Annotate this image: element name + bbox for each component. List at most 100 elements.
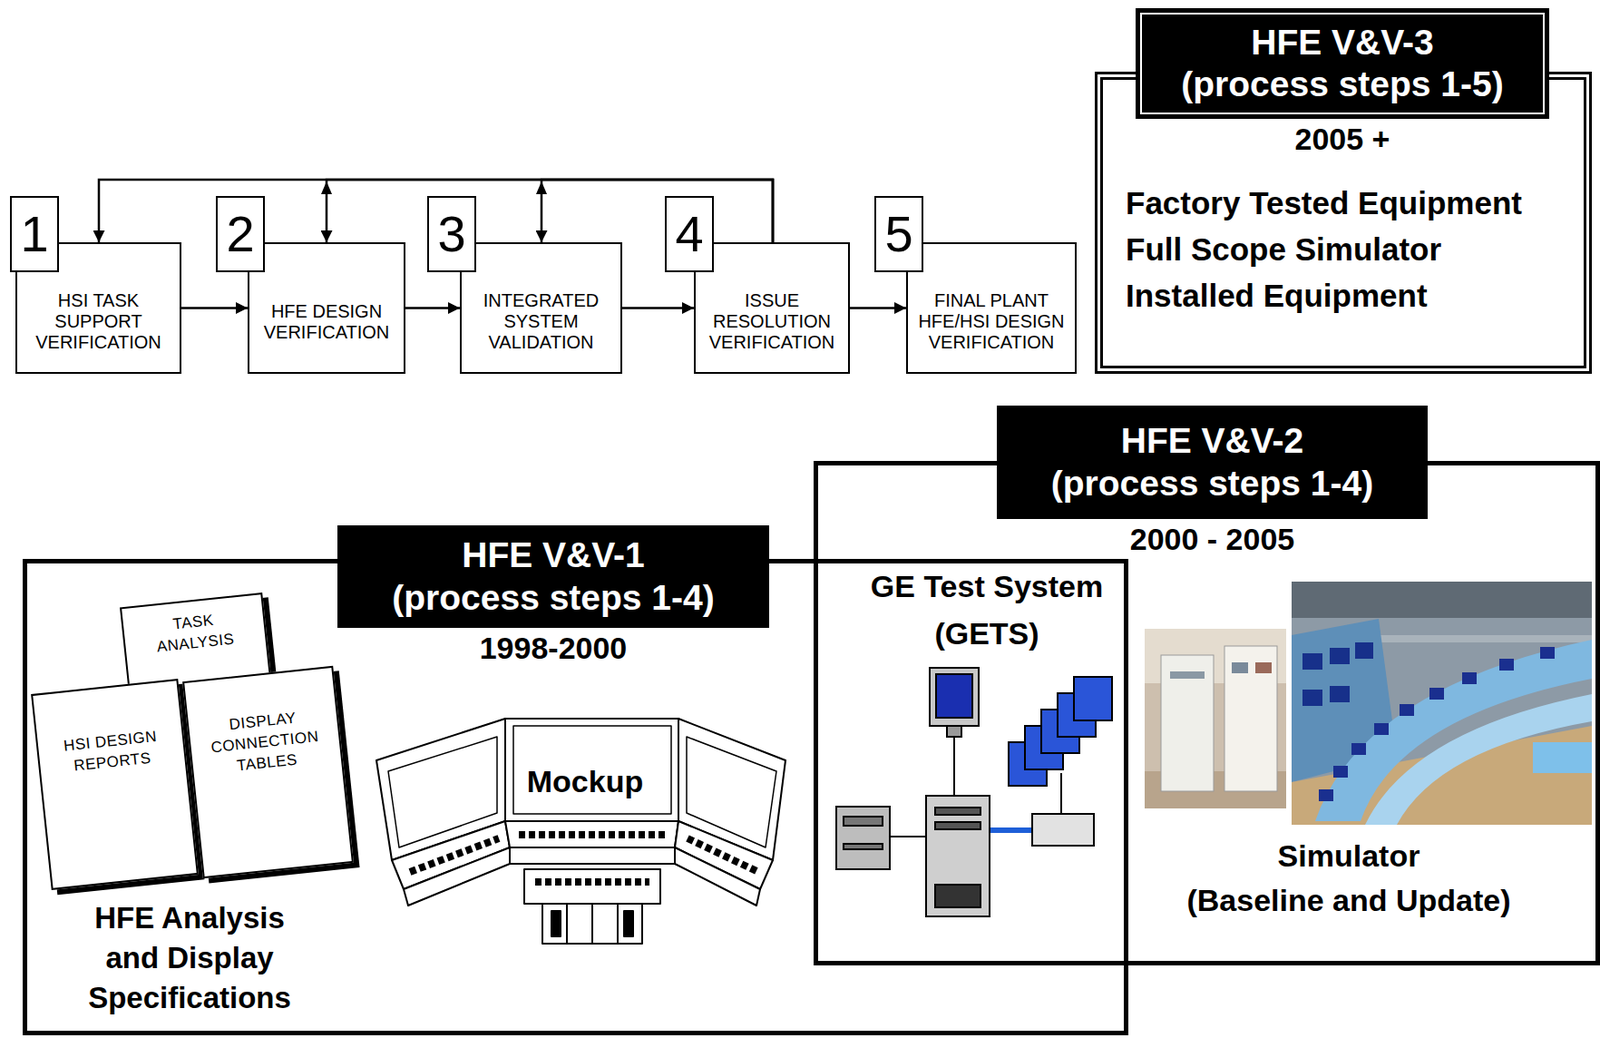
test-system-icons [936, 673, 973, 718]
process-step-box: 4ISSUE RESOLUTION VERIFICATION [693, 242, 850, 374]
flow-arrow [622, 306, 694, 310]
phase-years: 2005 + [1135, 122, 1550, 156]
simulator-photo [1291, 581, 1592, 825]
step-number: 5 [874, 195, 924, 273]
phase-items: Installed Equipment [1125, 272, 1522, 319]
control-room-mockup [505, 820, 679, 848]
phase-header: HFE V&V-2 [1121, 419, 1305, 462]
flow-arrow [541, 179, 773, 243]
caption-label: GE Test System (GETS) [854, 562, 1120, 657]
caption-label: HFE Analysis and Display Specifications [80, 897, 300, 1018]
phase-header: (process steps 1-5) [1180, 63, 1503, 106]
test-system-icons [836, 667, 1113, 917]
test-system-icons [929, 667, 979, 726]
simulator-photo [1160, 654, 1214, 791]
step-text: FINAL PLANT HFE/HSI DESIGN VERIFICATION [910, 290, 1073, 353]
document-title: HSI DESIGN REPORTS [44, 724, 178, 781]
control-room-mockup [509, 847, 675, 864]
control-room-mockup [687, 838, 757, 871]
step-text: ISSUE RESOLUTION VERIFICATION [698, 290, 846, 353]
step-text: INTEGRATED SYSTEM VALIDATION [464, 274, 618, 369]
step-text: HSI TASK SUPPORT VERIFICATION [19, 290, 177, 353]
test-system-icons [953, 736, 956, 796]
phase-years: 1998-2000 [337, 631, 770, 664]
control-room-mockup [616, 903, 619, 944]
phase-years: 1998-2000 [337, 631, 770, 664]
flow-arrow [181, 306, 248, 310]
control-room-mockup [403, 847, 510, 906]
stub-arrowhead [321, 181, 547, 195]
test-system-icons [1060, 772, 1063, 814]
step-text: FINAL PLANT HFE/HSI DESIGN VERIFICATION [910, 274, 1073, 369]
document-title: DISPLAY CONNECTION TABLES [195, 704, 334, 781]
phase-header: HFE V&V-2(process steps 1-4) [996, 405, 1428, 519]
simulator-photo [1329, 685, 1350, 703]
step-number: 3 [437, 208, 466, 260]
step-text: HSI TASK SUPPORT VERIFICATION [19, 274, 177, 369]
simulator-photo [1329, 647, 1350, 664]
step-number: 2 [215, 195, 265, 273]
control-room-mockup [505, 718, 679, 821]
simulator-photo [1302, 653, 1323, 670]
simulator-photo [1318, 789, 1334, 801]
control-room-mockup [565, 903, 568, 944]
caption-label: (Baseline and Update) [1186, 880, 1511, 919]
step-number: 4 [674, 208, 703, 260]
phase-box: HFE V&V-3(process steps 1-5)2005 +Factor… [1094, 71, 1592, 374]
control-room-mockup [542, 903, 643, 944]
document-title: HSI DESIGN REPORTS [44, 724, 178, 781]
phase-items: Factory Tested Equipment [1125, 179, 1522, 226]
phase-header: HFE V&V-3(process steps 1-5) [1135, 8, 1550, 119]
flow-arrow [849, 306, 907, 310]
test-system-icons [836, 806, 890, 869]
test-system-icons [935, 884, 981, 908]
step-number: 3 [427, 195, 477, 273]
step-text: HFE DESIGN VERIFICATION [252, 274, 401, 369]
document-sheet: DISPLAY CONNECTION TABLES [182, 665, 354, 879]
phase-years: 2000 - 2005 [996, 522, 1428, 556]
phase-items: Full Scope Simulator [1125, 225, 1522, 273]
control-room-mockup [591, 903, 594, 944]
simulator-photo [1144, 581, 1592, 825]
simulator-photo [1462, 672, 1477, 684]
simulator-photo [1399, 703, 1415, 716]
simulator-photo [1302, 689, 1323, 706]
simulator-photo [1374, 722, 1389, 735]
document-title: DISPLAY CONNECTION TABLES [195, 704, 334, 781]
control-room-mockup [551, 910, 561, 937]
control-room-mockup [376, 718, 786, 944]
simulator-photo [1355, 642, 1374, 659]
control-room-mockup [518, 830, 668, 839]
document-title: TASK ANALYSIS [147, 607, 241, 659]
simulator-photo [1333, 765, 1348, 778]
phase-header: HFE V&V-3 [1250, 21, 1435, 64]
simulator-photo [1224, 645, 1278, 791]
test-system-icons [1032, 813, 1094, 846]
phase-header: HFE V&V-1(process steps 1-4) [337, 525, 770, 628]
document-sheet: HSI DESIGN REPORTS [30, 678, 199, 890]
process-step-box: 2HFE DESIGN VERIFICATION [247, 242, 406, 374]
document-title: TASK ANALYSIS [147, 607, 241, 659]
simulator-photo [1429, 687, 1444, 700]
control-room-mockup [409, 838, 499, 872]
simulator-photo [1351, 742, 1366, 755]
step-number: 1 [19, 208, 49, 260]
test-system-icons [843, 843, 883, 849]
process-step-box: 5FINAL PLANT HFE/HSI DESIGN VERIFICATION [906, 242, 1077, 374]
process-step-box: 3INTEGRATED SYSTEM VALIDATION [459, 242, 623, 374]
caption-label: Mockup [523, 763, 647, 799]
test-system-icons [989, 827, 1033, 833]
phase-years: 2000 - 2005 [996, 522, 1428, 556]
simulator-photo [1499, 658, 1514, 671]
phase-years: 2005 + [1135, 122, 1550, 156]
test-system-icons [889, 835, 927, 838]
process-step-box: 1HSI TASK SUPPORT VERIFICATION [15, 242, 182, 374]
test-system-icons [926, 795, 990, 917]
simulator-photo [1170, 671, 1205, 679]
step-number: 1 [9, 195, 59, 273]
phase-header: (process steps 1-4) [391, 576, 714, 619]
